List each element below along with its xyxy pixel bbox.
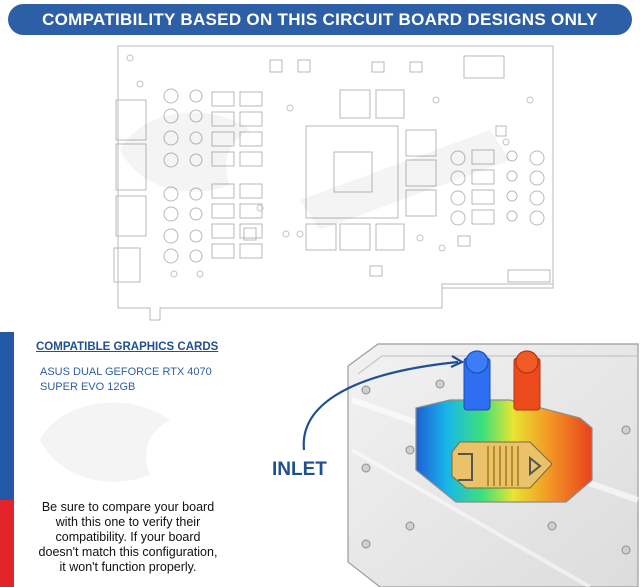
capacitor xyxy=(450,170,466,186)
capacitor xyxy=(163,206,179,222)
accent-bar-red xyxy=(0,500,14,587)
capacitor xyxy=(450,210,466,226)
mount-hole xyxy=(136,80,144,88)
note-line: compatibility. If your board xyxy=(55,530,201,544)
inductor xyxy=(211,223,235,239)
capacitor xyxy=(163,152,179,168)
inductor xyxy=(239,243,263,259)
mount-hole xyxy=(432,96,440,104)
capacitor xyxy=(450,150,466,166)
capacitor xyxy=(189,153,203,167)
inductor xyxy=(471,169,495,185)
inductor xyxy=(211,183,235,199)
capacitor xyxy=(163,130,179,146)
capacitor xyxy=(163,186,179,202)
compatibility-panel: COMPATIBLE GRAPHICS CARDS ASUS DUAL GEFO… xyxy=(14,332,230,587)
water-block-illustration xyxy=(302,343,639,587)
accent-bar-blue xyxy=(0,332,14,500)
capacitor xyxy=(506,190,518,202)
compatibility-banner: COMPATIBILITY BASED ON THIS CIRCUIT BOAR… xyxy=(8,4,632,35)
note-line: with this one to verify their xyxy=(55,515,201,529)
inductor xyxy=(211,151,235,167)
compatible-card-line: ASUS DUAL GEFORCE RTX 4070 xyxy=(40,366,212,378)
inductor xyxy=(211,91,235,107)
capacitor xyxy=(529,150,545,166)
note-line: Be sure to compare your board xyxy=(41,500,215,514)
circuit-board-diagram xyxy=(113,45,554,321)
mount-hole xyxy=(526,96,534,104)
inductor xyxy=(239,223,263,239)
capacitor xyxy=(163,228,179,244)
inductor xyxy=(471,189,495,205)
capacitor xyxy=(163,248,179,264)
inductor xyxy=(211,203,235,219)
inductor xyxy=(239,131,263,147)
mount-hole xyxy=(256,204,264,212)
mount-hole xyxy=(416,234,424,242)
capacitor xyxy=(529,170,545,186)
inductor xyxy=(471,149,495,165)
banner-title: COMPATIBILITY BASED ON THIS CIRCUIT BOAR… xyxy=(42,9,598,29)
inlet-label: INLET xyxy=(272,459,327,480)
capacitor xyxy=(506,210,518,222)
mount-hole xyxy=(170,270,178,278)
capacitor xyxy=(529,190,545,206)
capacitor xyxy=(189,89,203,103)
inductor xyxy=(471,209,495,225)
capacitor xyxy=(163,88,179,104)
inductor xyxy=(239,91,263,107)
note-line: doesn't match this configuration, xyxy=(38,545,218,559)
inductor xyxy=(211,243,235,259)
inductor xyxy=(211,131,235,147)
capacitor xyxy=(189,131,203,145)
compatible-cards-heading: COMPATIBLE GRAPHICS CARDS xyxy=(36,341,219,353)
inductor xyxy=(211,111,235,127)
inductor xyxy=(239,151,263,167)
capacitor xyxy=(506,170,518,182)
compatibility-note: Be sure to compare your board with this … xyxy=(26,500,230,575)
capacitor xyxy=(163,108,179,124)
capacitor xyxy=(189,109,203,123)
inductor xyxy=(239,203,263,219)
compatible-card-name: ASUS DUAL GEFORCE RTX 4070 SUPER EVO 12G… xyxy=(40,365,230,395)
mount-hole xyxy=(126,54,134,62)
capacitor xyxy=(189,249,203,263)
capacitor xyxy=(506,150,518,162)
inductor xyxy=(239,183,263,199)
mount-hole xyxy=(282,230,290,238)
accent-bar xyxy=(0,332,14,587)
mount-hole xyxy=(438,244,446,252)
mount-hole xyxy=(286,104,294,112)
mount-hole xyxy=(502,138,510,146)
mount-hole xyxy=(296,230,304,238)
note-line: it won't function properly. xyxy=(59,560,197,574)
compatible-card-line: SUPER EVO 12GB xyxy=(40,381,136,393)
capacitor xyxy=(189,229,203,243)
capacitor xyxy=(450,190,466,206)
capacitor xyxy=(529,210,545,226)
capacitor xyxy=(189,207,203,221)
inductor xyxy=(239,111,263,127)
capacitor xyxy=(189,187,203,201)
mount-hole xyxy=(196,270,204,278)
